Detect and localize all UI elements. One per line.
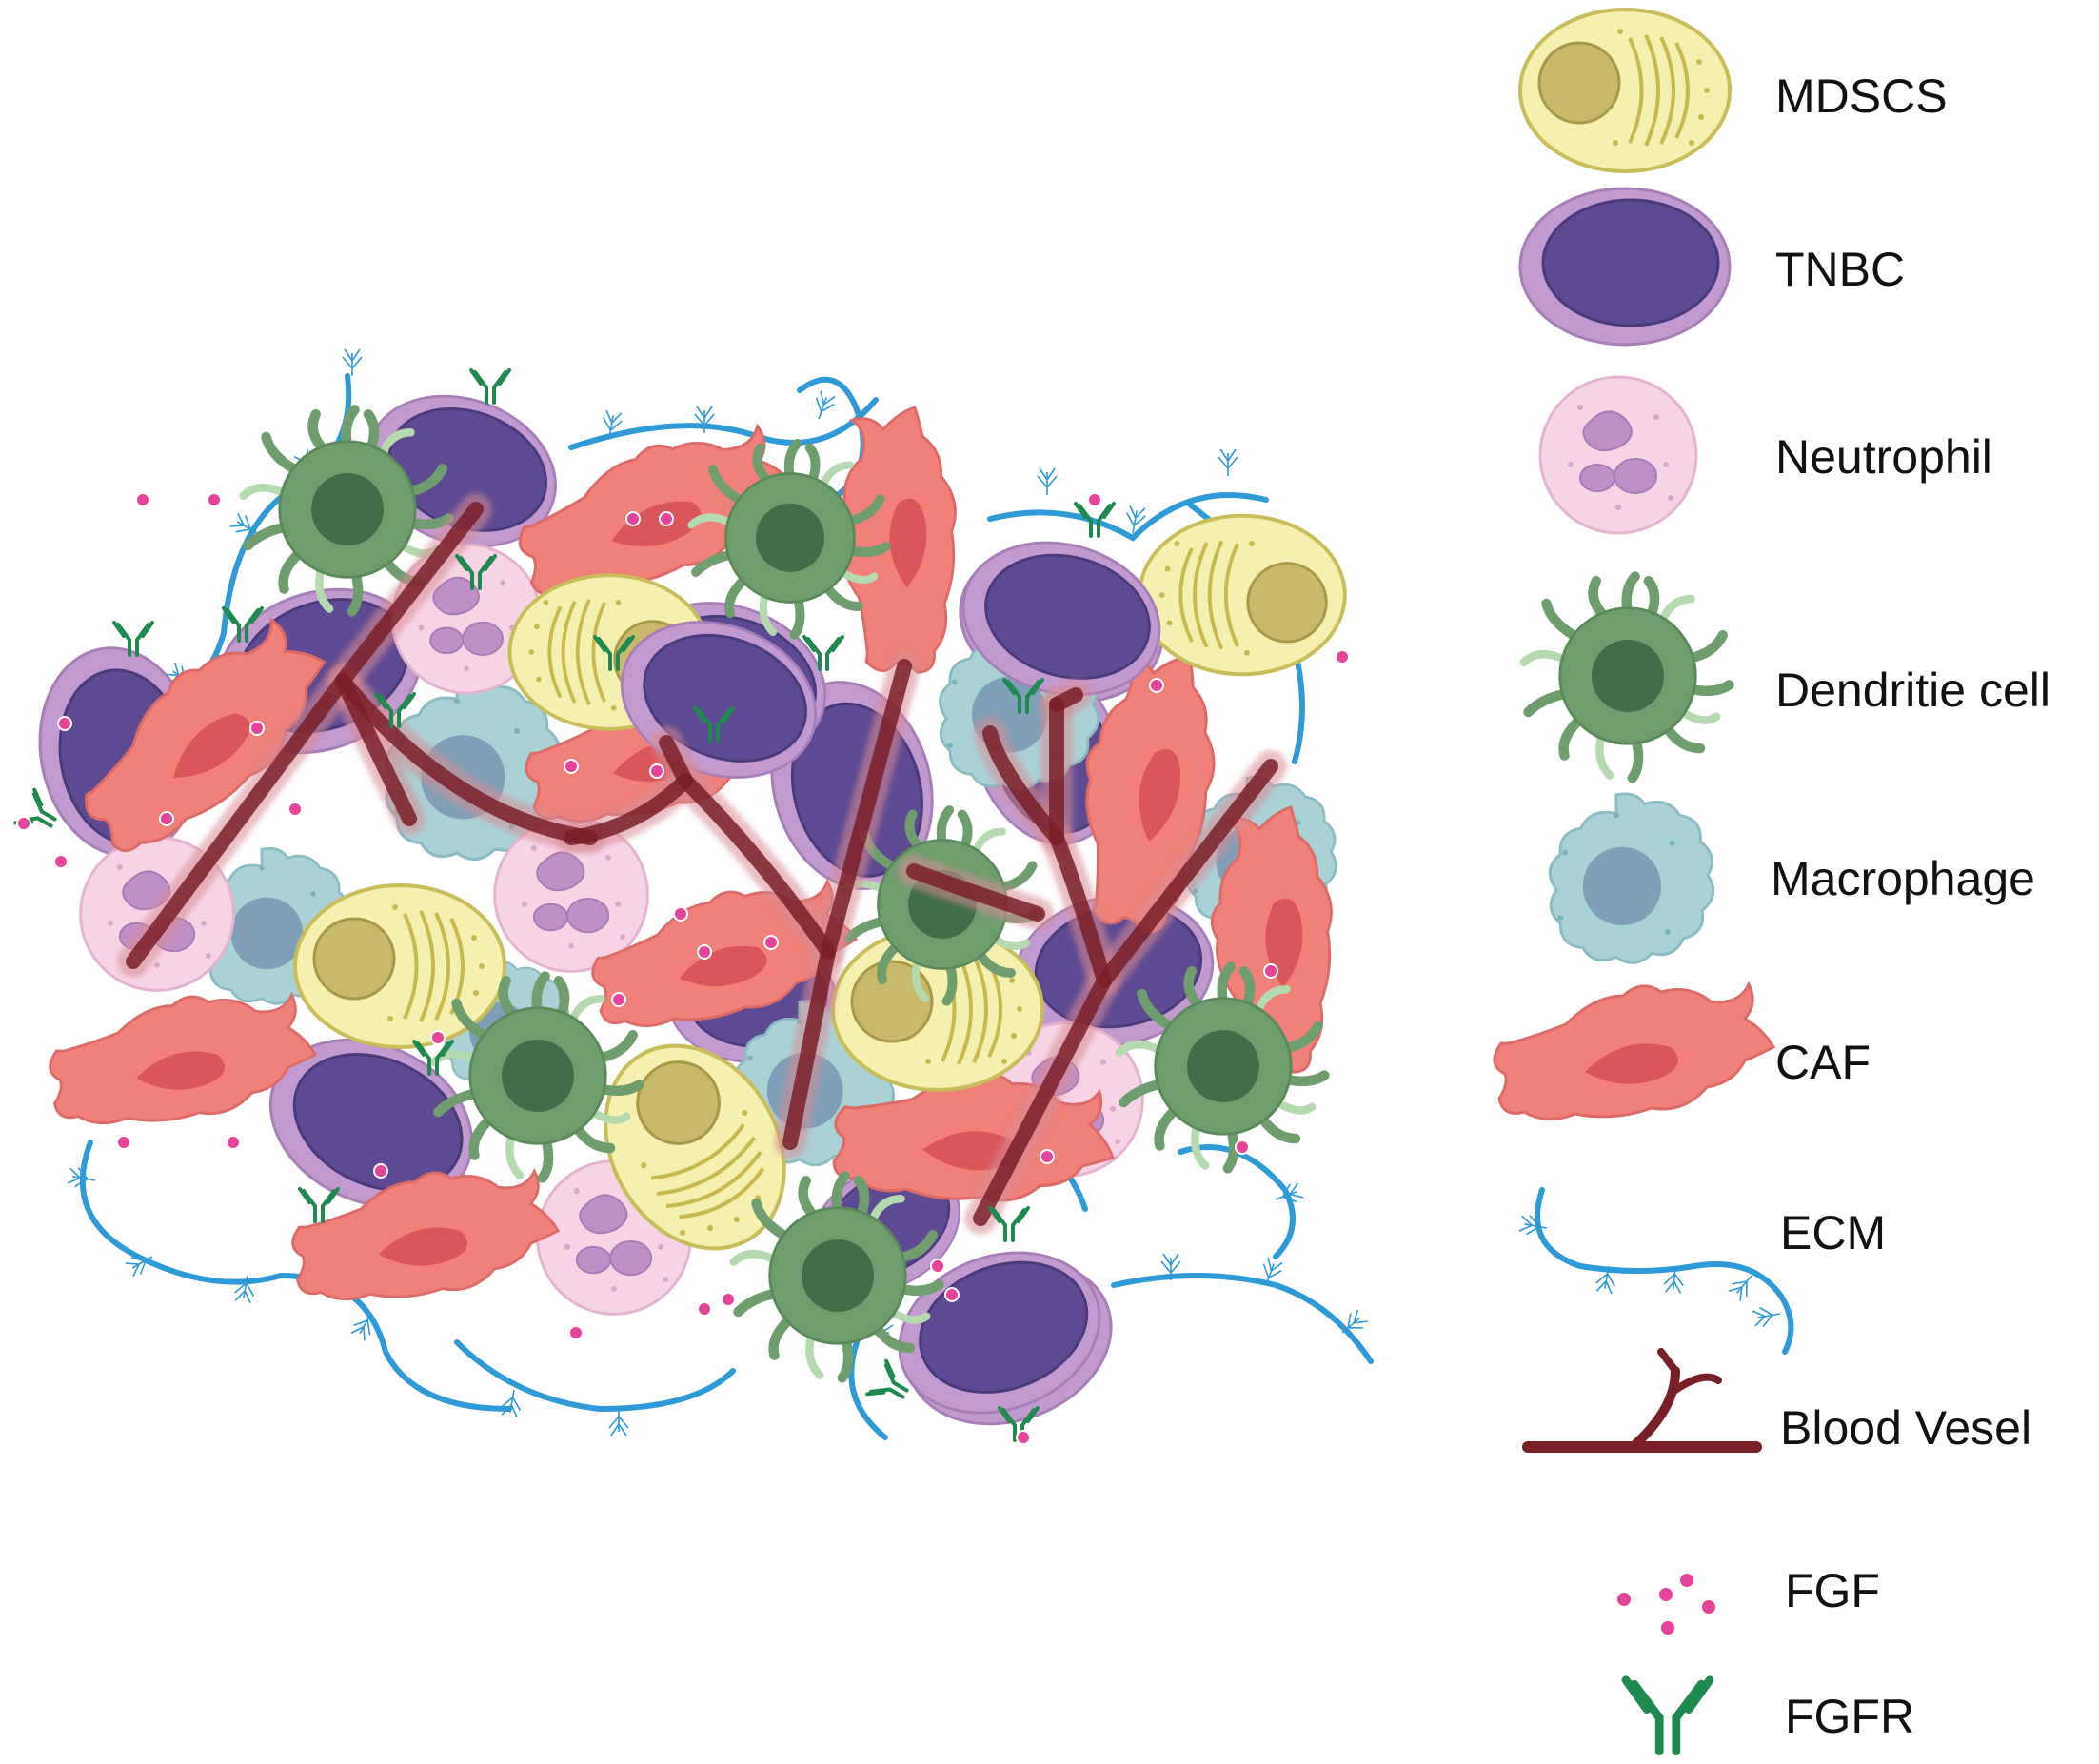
legend-item-macrophage: Macrophage <box>1548 792 2035 964</box>
legend-label: TNBC <box>1775 243 1905 296</box>
fgfr-receptor-icon <box>1626 1680 1710 1752</box>
legend-label: ECM <box>1780 1206 1886 1259</box>
dendritic-cell-icon <box>1524 577 1730 779</box>
legend-item-vessel: Blood Vesel <box>1522 1348 2031 1455</box>
legend-label: Dendritie cell <box>1775 664 2050 717</box>
legend-label: Blood Vesel <box>1780 1401 2031 1455</box>
cell-cluster <box>13 348 1374 1454</box>
macrophage-cell-icon <box>1548 792 1715 964</box>
fgf-dots-icon <box>1615 1572 1717 1636</box>
neutrophil-cell-icon <box>1538 375 1698 535</box>
legend-label: FGFR <box>1785 1690 1914 1743</box>
legend-item-ecm: ECM <box>1517 1187 1886 1355</box>
tnbc-cell-icon <box>1518 187 1732 347</box>
legend-label: MDSCS <box>1775 69 1948 123</box>
legend-item-fgf: FGF <box>1615 1564 1880 1636</box>
mdscs-cell-icon <box>1518 8 1732 173</box>
legend: MDSCS TNBC Neutrophil Dendritie cell Mac… <box>1493 8 2050 1752</box>
legend-label: Macrophage <box>1771 852 2035 905</box>
caf-cell-icon <box>1493 982 1775 1121</box>
fgf-molecules <box>16 492 1350 1445</box>
legend-item-neutrophil: Neutrophil <box>1538 375 1992 535</box>
legend-item-fgfr: FGFR <box>1626 1680 1914 1752</box>
blood-vessels <box>117 493 1287 1235</box>
legend-label: CAF <box>1775 1036 1871 1089</box>
legend-label: FGF <box>1785 1564 1880 1617</box>
legend-item-tnbc: TNBC <box>1518 187 1905 347</box>
blood-vessel-icon <box>1522 1348 1762 1453</box>
ecm-fiber-icon <box>1517 1187 1794 1355</box>
legend-item-dendritic: Dendritie cell <box>1524 577 2050 779</box>
legend-label: Neutrophil <box>1775 430 1992 484</box>
legend-item-mdscs: MDSCS <box>1518 8 1948 173</box>
legend-item-caf: CAF <box>1493 982 1871 1121</box>
